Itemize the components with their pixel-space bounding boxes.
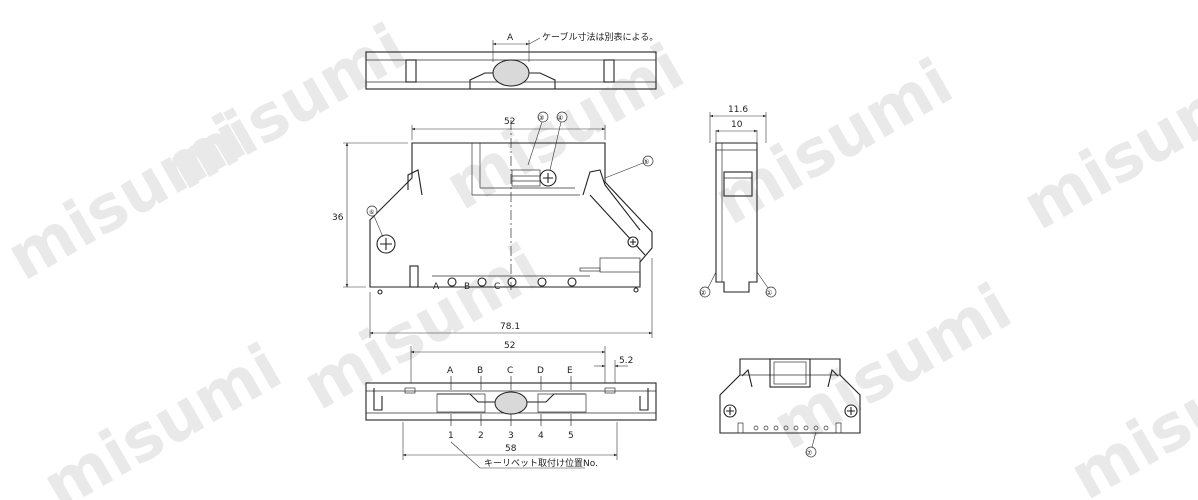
bottom-dim-5-2: 5.2 (619, 356, 633, 366)
side-letter-B: B (464, 282, 470, 292)
cable-dimension-note: ケーブル寸法は別表による。 (542, 31, 658, 43)
bottom-view: A B C D E 1 2 3 4 5 52 5.2 58 キーリベット取付け位… (365, 341, 657, 469)
end-view: 11.6 10 ② ① (699, 105, 777, 298)
side-key-positions (447, 277, 577, 287)
bottom-letter-E: E (567, 366, 573, 376)
watermark-text-8: misumi (761, 270, 1024, 465)
side-dim-36: 36 (332, 213, 344, 223)
callout-4: ④ (557, 114, 563, 122)
bottom-dim-58: 58 (505, 444, 517, 454)
side-letter-A: A (433, 282, 440, 292)
watermark: misumi misumi misumi misumi misumi misum… (0, 10, 1198, 500)
bottom-letter-B: B (477, 366, 483, 376)
top-dim-A: A (507, 33, 514, 43)
top-view: A ケーブル寸法は別表による。 (365, 31, 658, 90)
key-rivet-position-note: キーリベット取付け位置No. (484, 457, 598, 469)
callout-5: ⑤ (643, 158, 649, 166)
side-dim-78-1: 78.1 (500, 322, 520, 332)
callout-2: ② (700, 289, 706, 297)
watermark-text-6: misumi (31, 330, 294, 500)
bottom-letter-C: C (507, 366, 513, 376)
bottom-number-2: 2 (478, 431, 484, 441)
side-view: A B C 52 36 78.1 ⑥ ③ ④ ⑤ (332, 111, 654, 338)
bottom-dim-52: 52 (504, 341, 515, 351)
callout-3: ③ (538, 114, 544, 122)
watermark-text-9: misumi (1058, 320, 1198, 500)
end-dim-10: 10 (731, 120, 743, 130)
front-slots (737, 422, 842, 434)
watermark-text-5: misumi (1011, 50, 1198, 245)
callout-6: ⑥ (369, 209, 374, 216)
callout-7: ⑦ (806, 449, 812, 457)
end-dim-11-6: 11.6 (728, 105, 748, 115)
side-dim-52: 52 (504, 117, 515, 127)
front-view: ⑦ (719, 358, 861, 458)
bottom-number-5: 5 (568, 431, 574, 441)
side-letter-C: C (494, 282, 500, 292)
bottom-number-1: 1 (448, 431, 454, 441)
bottom-number-4: 4 (538, 431, 544, 441)
watermark-text-3: misumi (433, 30, 696, 225)
bottom-letter-A: A (447, 366, 454, 376)
watermark-text-2: misumi (156, 10, 419, 205)
callout-1: ① (766, 289, 772, 297)
bottom-key-marks (450, 376, 572, 426)
bottom-letter-D: D (537, 366, 544, 376)
bottom-number-3: 3 (508, 431, 514, 441)
